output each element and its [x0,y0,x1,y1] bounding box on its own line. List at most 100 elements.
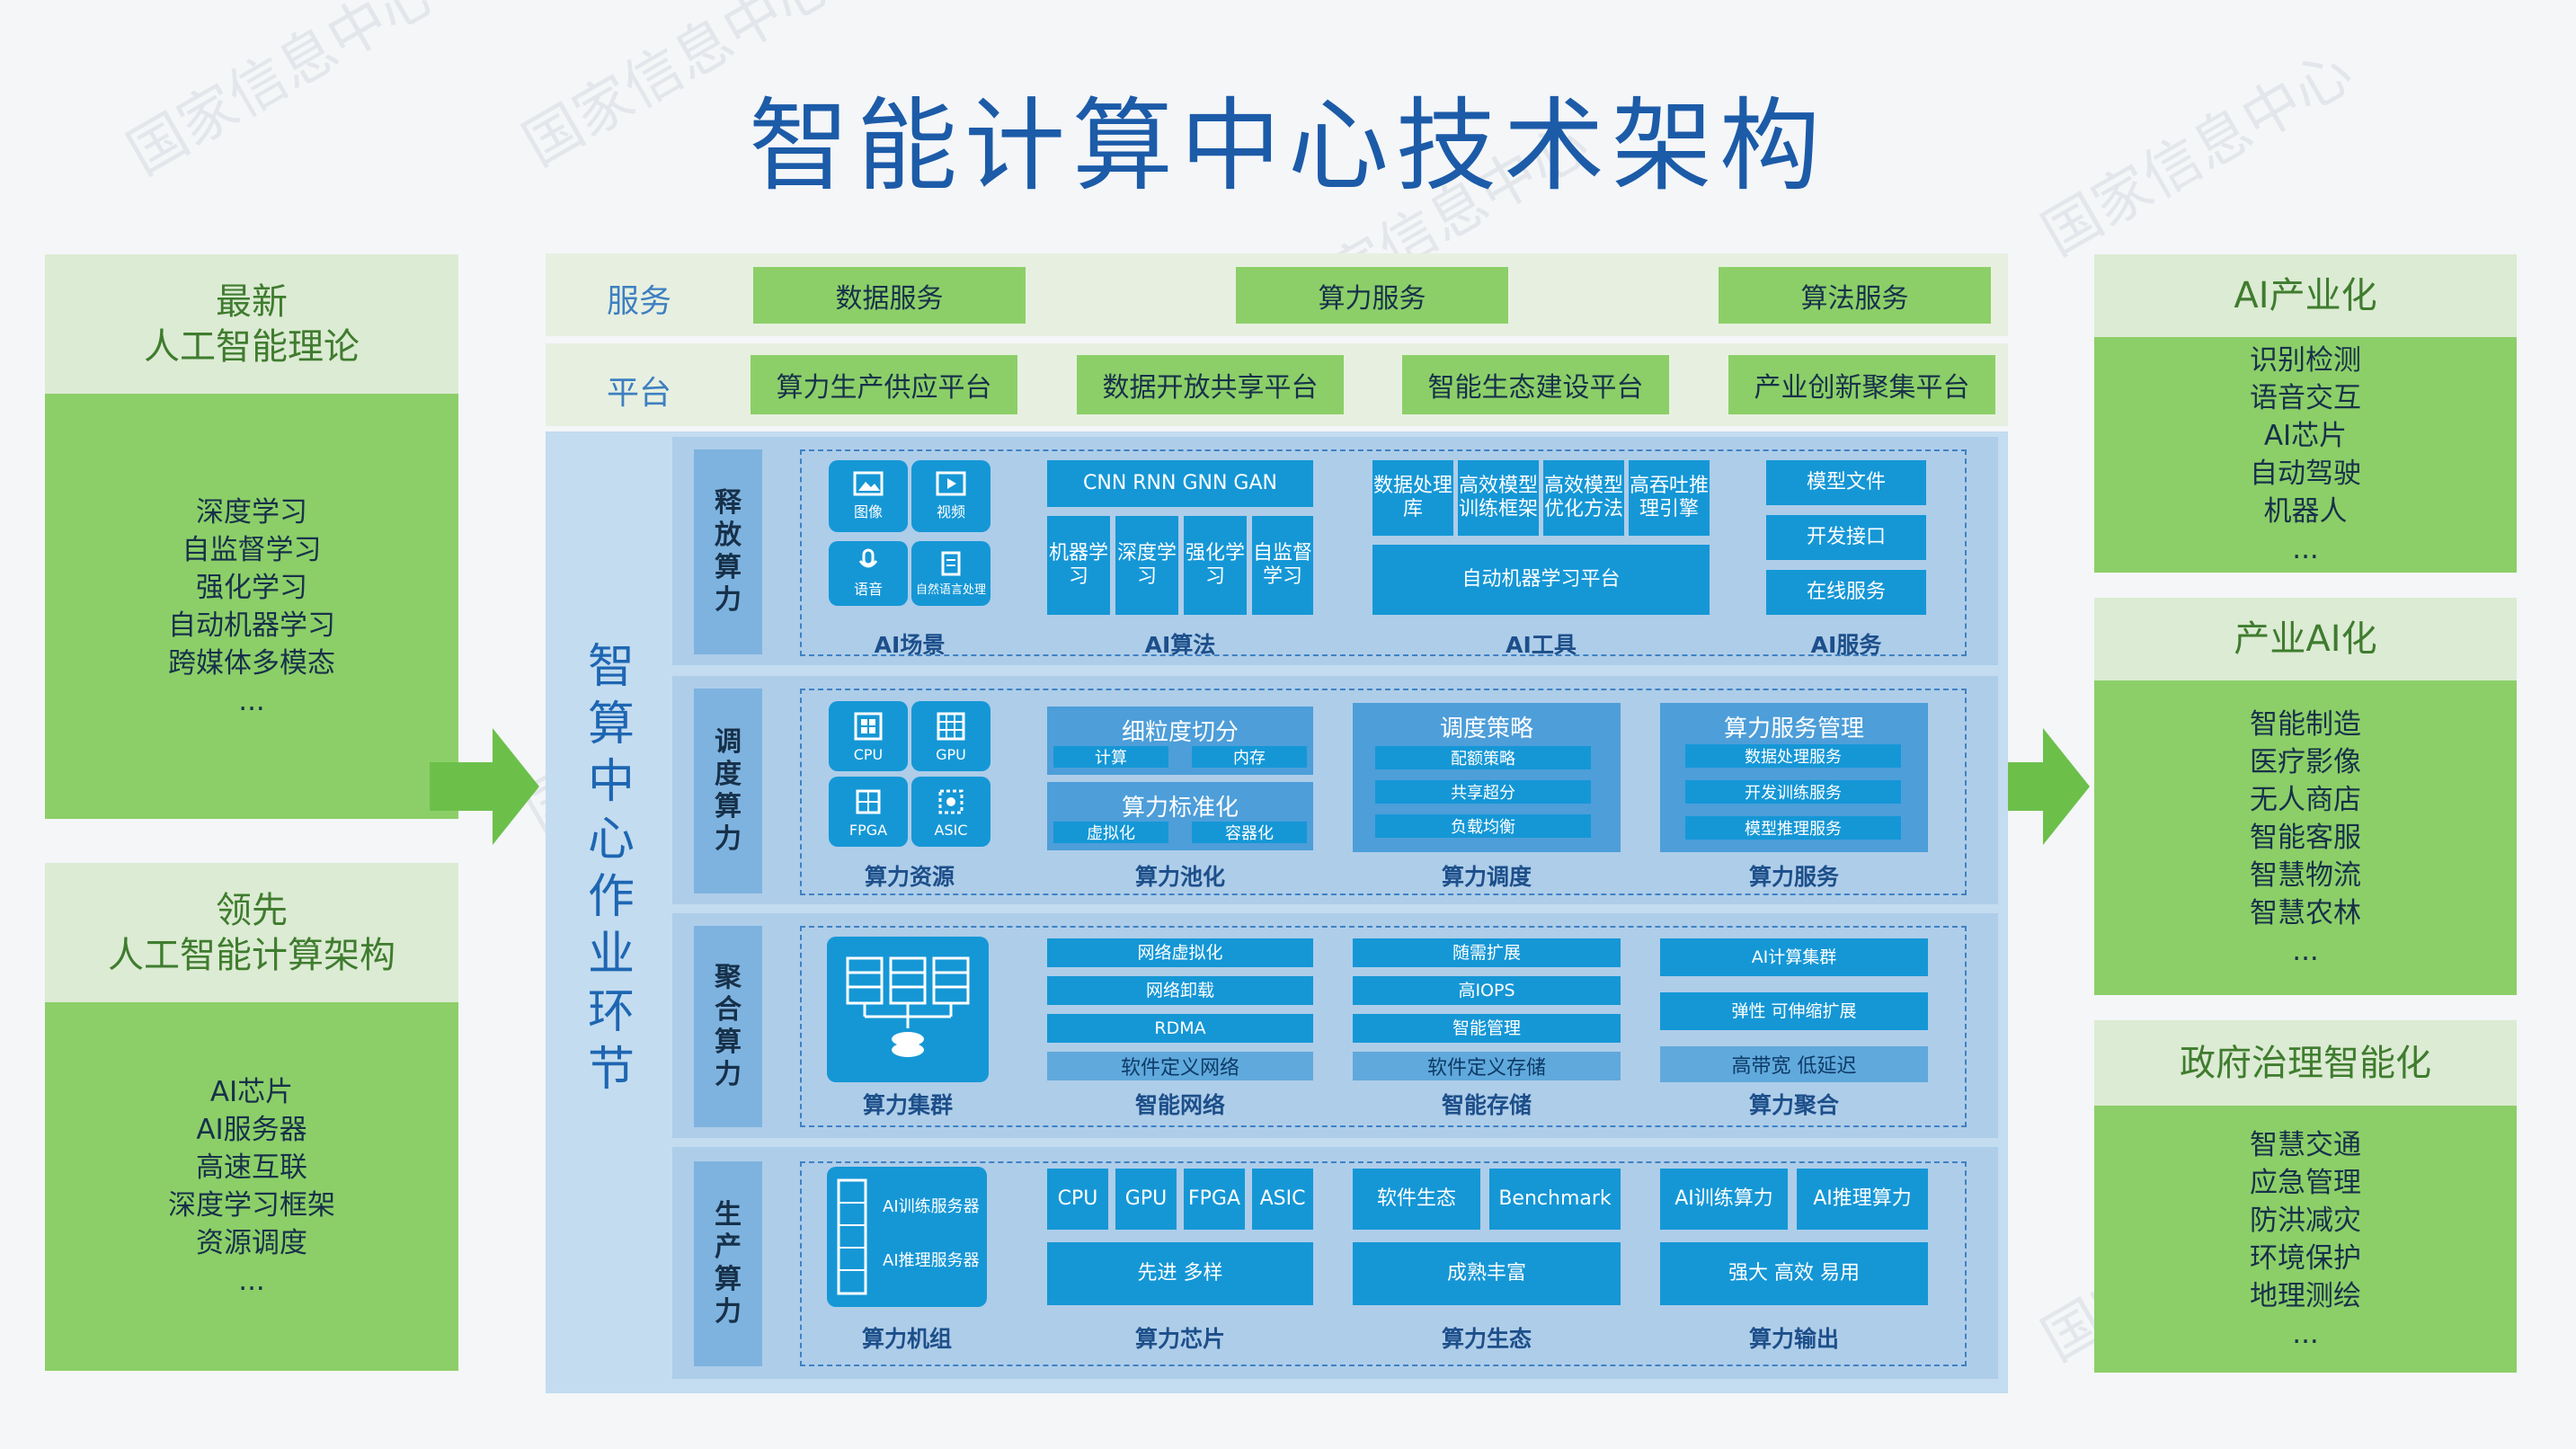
layer-label-char: 算 [715,1264,742,1295]
layer-label-char: 放 [715,520,742,551]
center-label-char: 算 [587,698,635,751]
output-caption: 算力输出 [1748,1326,1839,1352]
list-item: ... [2292,1317,2319,1350]
tool-cell: 高吞吐推理引擎 [1629,460,1710,536]
center-label-char: 智 [587,640,635,694]
storage-item: 随需扩展 [1353,938,1621,967]
right-panel-list: 智慧交通 应急管理 防洪减灾 环境保护 地理测绘 ... [2094,1106,2517,1373]
document-icon [941,551,961,575]
platform-item: 智能生态建设平台 [1402,355,1669,414]
chip-item: ASIC [1252,1169,1313,1230]
pool-item: 容器化 [1192,822,1307,843]
tile-label: 图像 [853,503,883,520]
resource-gpu-tile[interactable]: GPU [911,701,990,771]
service-item: 数据服务 [753,267,1026,324]
right-panel-head: AI产业化 [2234,275,2377,316]
scene-speech-tile[interactable]: 语音 [829,541,908,606]
list-item: ... [2292,533,2319,565]
dispatch-item: 配额策略 [1375,746,1591,769]
list-item: 防洪减灾 [2250,1204,2361,1237]
service-row-label: 服务 [607,283,672,320]
layer-label-char: 释 [715,487,742,519]
left-panel-head-line: 最新 [216,280,288,323]
layer-frame [800,1161,1967,1366]
right-panel-ai-industrialization: AI产业化 识别检测 语音交互 AI芯片 自动驾驶 机器人 ... [2094,254,2517,573]
layer-label: 聚 合 算 力 [694,926,762,1127]
list-item: 自监督学习 [182,533,322,566]
scene-nlp-tile[interactable]: 自然语言处理 [911,541,990,606]
layer-label-char: 力 [715,823,742,855]
server-rack-icon [837,1178,867,1295]
center-label-char: 节 [587,1043,635,1097]
chip-bottom: 先进 多样 [1047,1242,1313,1305]
left-panel-head-line: 领先 [216,889,288,931]
algo-cell: 强化学习 [1184,516,1247,615]
ai-service-caption: AI服务 [1810,632,1882,658]
aggregate-bottom: 高带宽 低延迟 [1660,1046,1928,1082]
cluster-tile[interactable] [827,937,989,1082]
aggregate-item: AI计算集群 [1660,938,1928,976]
left-panel-theory: 最新 人工智能理论 深度学习 自监督学习 强化学习 自动机器学习 跨媒体多模态 … [45,254,458,819]
list-item: 识别检测 [2250,344,2361,377]
chip-item: CPU [1047,1169,1108,1230]
microphone-icon [858,548,878,568]
tile-label: CPU [853,745,884,763]
center-label: 智 算 中 心 作 业 环 节 [584,638,638,1098]
list-item: 地理测绘 [2250,1279,2361,1312]
list-item: 环境保护 [2250,1241,2361,1275]
list-item: 应急管理 [2250,1166,2361,1199]
machine-tile[interactable]: AI训练服务器 AI推理服务器 [827,1167,987,1307]
resource-fpga-tile[interactable]: FPGA [829,777,908,847]
eco-item: Benchmark [1489,1169,1621,1230]
resource-asic-tile[interactable]: ASIC [911,777,990,847]
resource-caption: 算力资源 [864,864,955,890]
list-item: 医疗影像 [2250,746,2361,778]
image-icon [853,471,884,496]
scene-image-tile[interactable]: 图像 [829,460,908,532]
right-panel-head: 政府治理智能化 [2180,1042,2431,1084]
dispatch-caption: 算力调度 [1441,864,1532,890]
list-item: 资源调度 [196,1227,307,1259]
server-cluster-icon [846,956,970,1057]
storage-item: 智能管理 [1353,1014,1621,1043]
layer-label-char: 力 [715,1296,742,1328]
center-label-char: 中 [587,755,635,809]
compute-service-item: 模型推理服务 [1685,816,1901,840]
pool-item: 计算 [1053,746,1168,768]
layer-label: 释 放 算 力 [694,449,762,654]
tile-label: GPU [936,745,966,763]
center-label-char: 业 [587,928,635,982]
list-item: 智能客服 [2250,822,2361,854]
center-label-char: 心 [587,813,635,867]
list-item: 深度学习框架 [168,1189,335,1222]
scene-caption: AI场景 [874,632,946,658]
list-item: 智慧物流 [2250,859,2361,892]
layer-label-char: 算 [715,791,742,822]
gpu-icon [937,712,965,740]
resource-cpu-tile[interactable]: CPU [829,701,908,771]
right-panel-header: 政府治理智能化 [2094,1020,2517,1106]
chip-caption: 算力芯片 [1134,1326,1225,1352]
aggregate-item: 弹性 可伸缩扩展 [1660,992,1928,1030]
layer-label: 生 产 算 力 [694,1161,762,1366]
platform-item: 数据开放共享平台 [1077,355,1344,414]
algo-caption: AI算法 [1144,632,1216,658]
list-item: AI芯片 [2263,420,2348,452]
list-item: 自动机器学习 [168,609,335,642]
scene-video-tile[interactable]: 视频 [911,460,990,532]
tile-label: ASIC [934,821,968,839]
list-item: ... [238,1265,265,1297]
compute-service-caption: 算力服务 [1748,864,1839,890]
right-panel-government: 政府治理智能化 智慧交通 应急管理 防洪减灾 环境保护 地理测绘 ... [2094,1020,2517,1373]
layer-label-char: 生 [715,1199,742,1231]
layer-label-char: 力 [715,1059,742,1090]
tools-caption: AI工具 [1506,632,1577,658]
left-panel-list: 深度学习 自监督学习 强化学习 自动机器学习 跨媒体多模态 ... [45,394,458,819]
output-item: AI推理算力 [1797,1169,1928,1230]
algo-cell: 深度学习 [1115,516,1178,615]
compute-service-item: 数据处理服务 [1685,744,1901,768]
layer-label-char: 合 [715,994,742,1026]
eco-caption: 算力生态 [1441,1326,1532,1352]
output-item: AI训练算力 [1660,1169,1788,1230]
right-panel-head: 产业AI化 [2234,618,2377,660]
